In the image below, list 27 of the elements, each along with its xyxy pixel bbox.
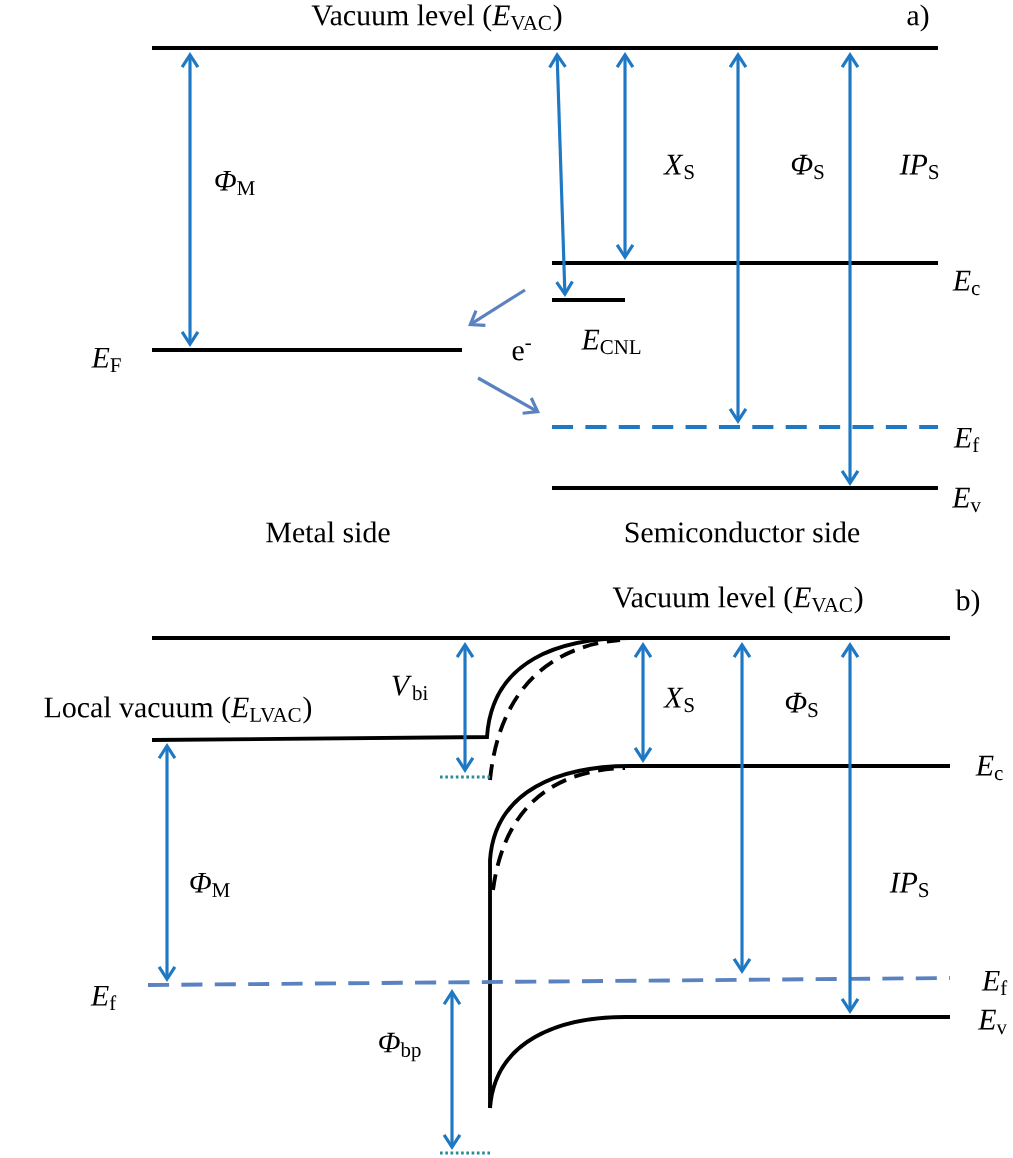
energy-symbol: IP$_{S}$ — [899, 154, 939, 180]
energy-symbol: Φ$_{M}$ — [215, 170, 255, 196]
energy-symbol: IP$_{S}$ — [889, 872, 929, 898]
energy-symbol: E$_{c}$ — [975, 755, 1003, 781]
electron-symbol: e$^{-}$ — [512, 343, 531, 361]
energy-symbol: Φ$_{S}$ — [785, 692, 818, 718]
energy-symbol: Φ$_{M}$ — [190, 872, 230, 898]
energy-symbol: E$_{f}$ — [981, 970, 1008, 996]
energy-symbol: V$_{bi}$ — [392, 675, 428, 701]
energy-symbol: E$_{v}$ — [977, 1009, 1007, 1035]
side-label: Semiconductor side — [625, 521, 860, 543]
energy-symbol: Φ$_{bp}$ — [379, 1032, 421, 1062]
energy-symbol: E$_{CNL}$ — [581, 329, 641, 355]
side-label: Metal side — [266, 521, 390, 543]
energy-symbol: E$_{c}$ — [952, 270, 980, 296]
panel-label: b) — [955, 589, 980, 617]
energy-symbol: X$_{S}$ — [663, 154, 694, 180]
energy-symbol: X$_{S}$ — [663, 687, 694, 713]
energy-symbol: E$_{f}$ — [953, 427, 980, 453]
energy-symbol: E$_{v}$ — [951, 487, 981, 513]
panel-label: a) — [907, 4, 929, 32]
level-label: Vacuum level (E$_{VAC}$) — [311, 4, 562, 32]
energy-symbol: E$_{f}$ — [90, 985, 117, 1011]
energy-symbol: E$_{F}$ — [91, 347, 121, 373]
energy-symbol: Φ$_{S}$ — [791, 154, 824, 180]
level-label: Local vacuum (E$_{LVAC}$) — [44, 696, 312, 724]
level-label: Vacuum level (E$_{VAC}$) — [612, 586, 863, 614]
